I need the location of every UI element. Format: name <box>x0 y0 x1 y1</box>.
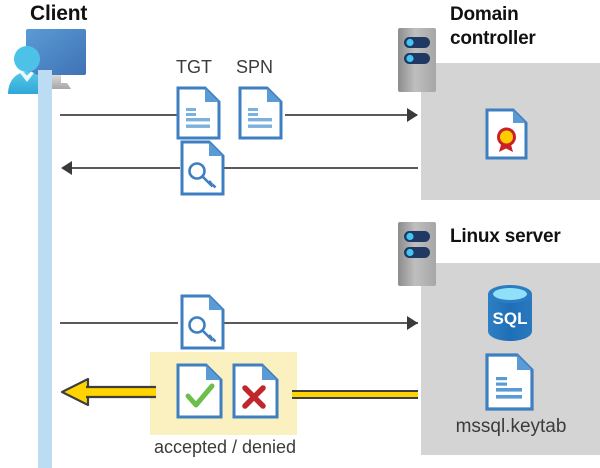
result-arrow <box>60 377 160 411</box>
user-monitor-icon <box>6 26 106 103</box>
present-line-right <box>222 322 418 324</box>
document-cross-icon <box>232 363 280 424</box>
result-arrow-tail <box>292 390 418 399</box>
ticket-line-right <box>222 167 418 169</box>
result-caption: accepted / denied <box>153 437 297 457</box>
document-check-icon <box>176 363 224 424</box>
server-rack-icon <box>398 28 440 100</box>
ticket-arrowhead <box>61 161 72 175</box>
certificate-icon <box>485 108 528 165</box>
present-line-left <box>60 322 178 324</box>
document-icon <box>485 353 535 416</box>
document-icon <box>176 86 222 145</box>
sql-database-icon: SQL <box>478 283 542 350</box>
domain-controller-title: Domain controller <box>450 4 536 49</box>
sql-label: SQL <box>493 309 528 328</box>
keytab-filename-label: mssql.keytab <box>455 416 567 437</box>
request-line-left <box>60 114 178 116</box>
tgt-label: TGT <box>176 57 212 77</box>
client-lifeline <box>38 70 52 468</box>
document-key-icon <box>180 294 226 355</box>
request-arrowhead <box>407 108 418 122</box>
linux-server-title: Linux server <box>450 226 561 247</box>
document-icon <box>238 86 284 145</box>
spn-label: SPN <box>236 57 274 77</box>
ticket-line-left <box>72 167 180 169</box>
request-line-right <box>285 114 417 116</box>
present-arrowhead <box>407 316 418 330</box>
client-title: Client <box>30 2 88 25</box>
server-rack-icon <box>398 222 440 294</box>
document-key-icon <box>180 140 226 201</box>
